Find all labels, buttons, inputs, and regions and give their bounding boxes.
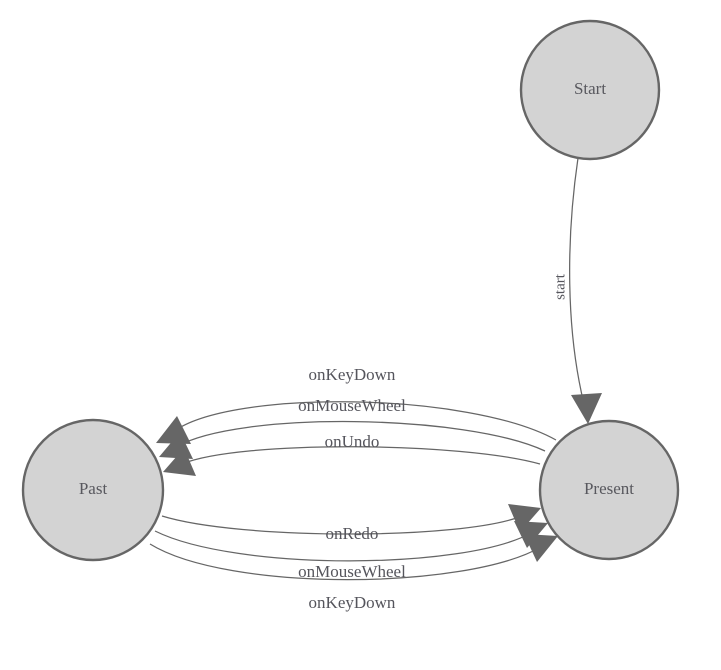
- state-node-present-circle: [538, 419, 680, 561]
- edge-past-present-onredo-path: [161, 515, 523, 535]
- state-node-past-circle: [21, 418, 165, 562]
- edge-start-arrowhead: [571, 393, 602, 424]
- edge-present-past-onkeydown-label: onKeyDown: [309, 365, 396, 384]
- edge-past-present-onkeydown-label: onKeyDown: [309, 593, 396, 612]
- edge-past-present-onmousewheel-path: [154, 530, 532, 562]
- state-node-start[interactable]: Start: [519, 19, 661, 161]
- state-node-start-label: Start: [574, 79, 606, 98]
- edge-present-past-onmousewheel-path: [175, 421, 546, 452]
- edge-present-past-onundo-path: [181, 446, 541, 465]
- edge-past-present-onkeydown-arrowhead: [524, 534, 558, 562]
- edge-present-past-onundo-label: onUndo: [325, 432, 380, 451]
- edge-start-label: start: [552, 273, 568, 300]
- state-node-present[interactable]: Present: [538, 419, 680, 561]
- state-node-present-label: Present: [584, 479, 634, 498]
- state-node-past[interactable]: Past: [21, 418, 165, 562]
- edge-past-present-onkeydown-path: [149, 543, 542, 581]
- edge-past-present-onredo[interactable]: onRedo: [161, 504, 541, 543]
- state-node-past-label: Past: [79, 479, 108, 498]
- edge-past-present-onredo-arrowhead: [508, 504, 541, 532]
- edge-start-path: [569, 157, 585, 405]
- edge-present-past-onmousewheel-label: onMouseWheel: [298, 396, 406, 415]
- edge-past-present-onkeydown[interactable]: onKeyDown: [149, 534, 558, 612]
- edge-present-past-onkeydown-path: [172, 401, 557, 441]
- edge-present-past-onundo[interactable]: onUndo: [163, 432, 541, 476]
- state-node-start-circle: [519, 19, 661, 161]
- edge-past-present-onredo-label: onRedo: [326, 524, 379, 543]
- edge-present-past-onundo-arrowhead: [163, 448, 196, 476]
- edge-start[interactable]: start: [552, 157, 602, 424]
- edge-past-present-onmousewheel-label: onMouseWheel: [298, 562, 406, 581]
